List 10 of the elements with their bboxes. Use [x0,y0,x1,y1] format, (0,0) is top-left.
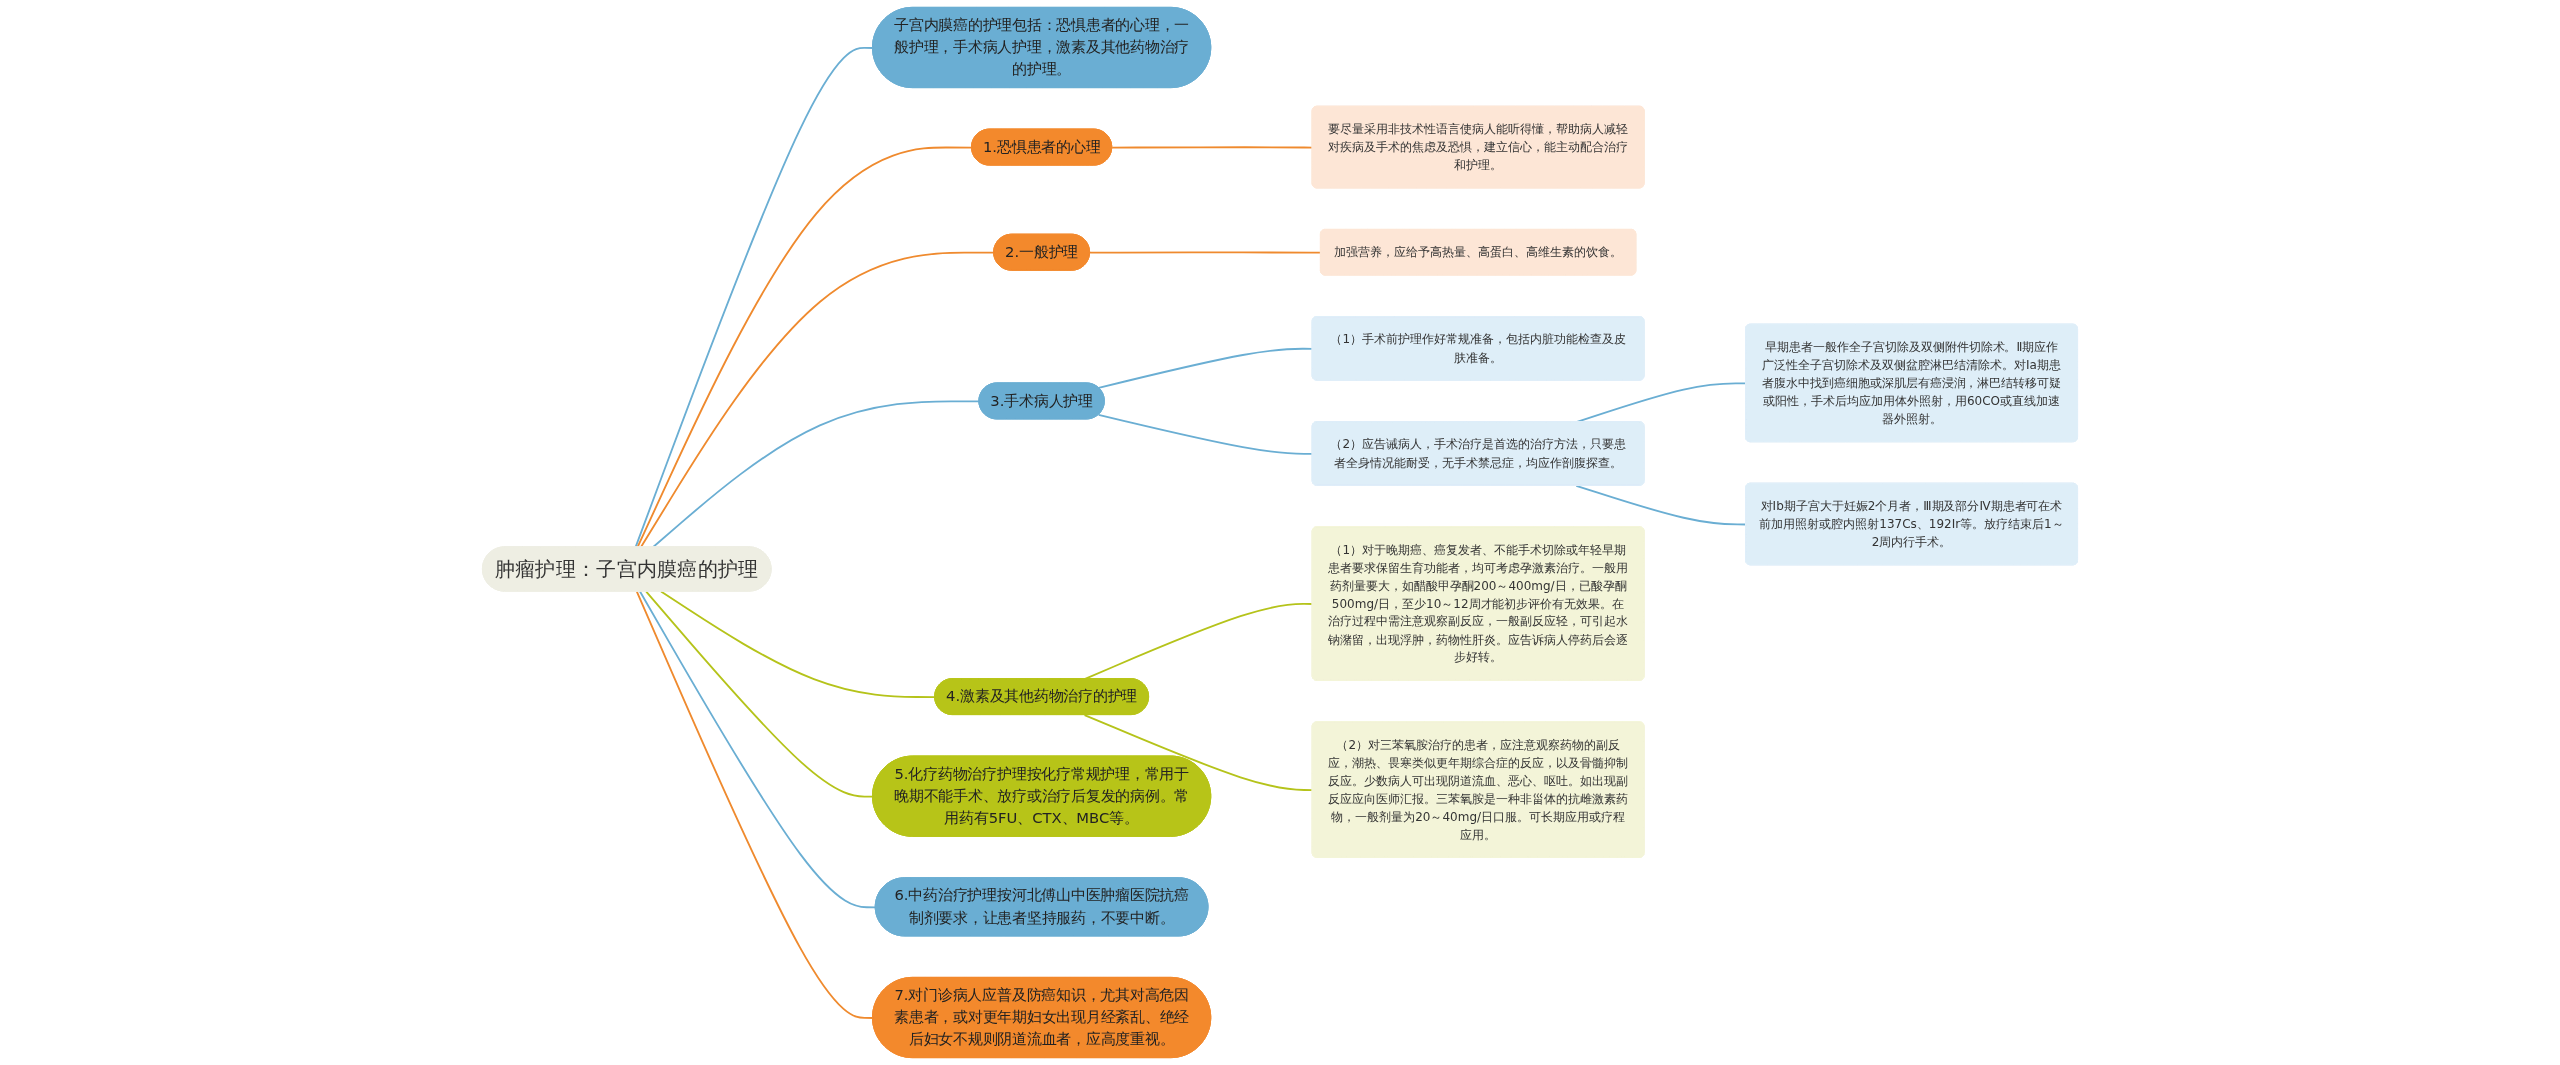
connector [1097,347,1314,389]
connector [1089,251,1322,254]
connector [645,590,874,798]
connector [1575,484,1747,526]
connector [1083,714,1314,791]
connector [1097,414,1314,455]
connector [660,590,936,698]
connector [1111,146,1314,149]
connector [639,590,877,909]
connector [635,590,874,1019]
